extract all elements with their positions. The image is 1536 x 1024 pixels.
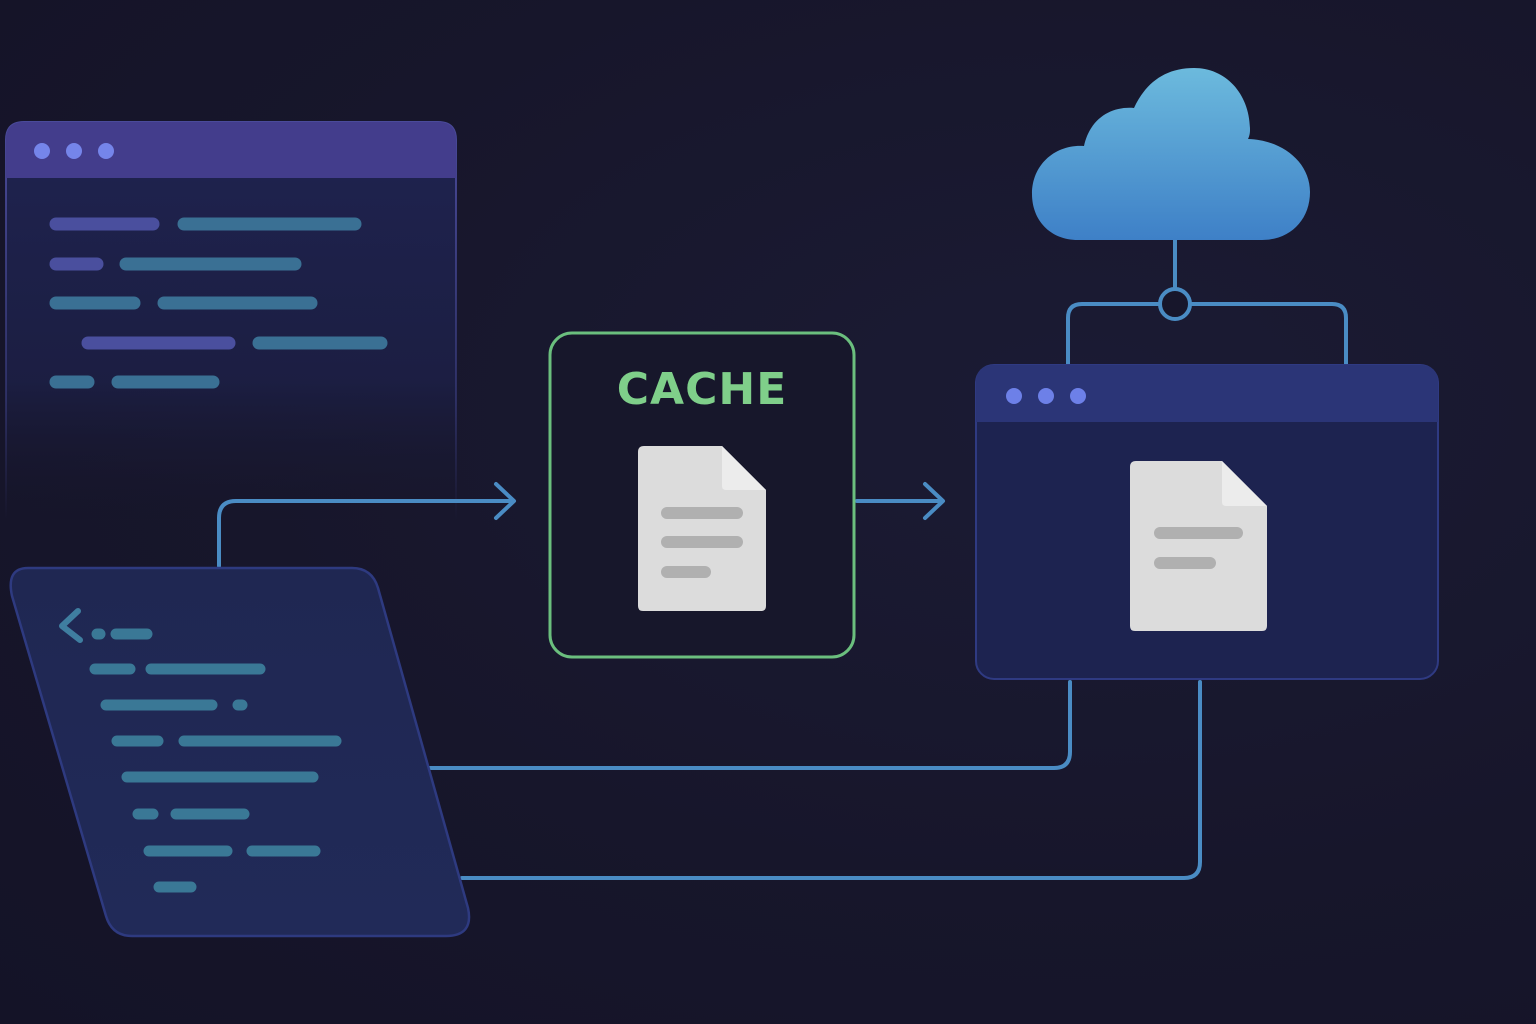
browser-titlebar — [976, 365, 1438, 422]
editor-dot-3 — [98, 143, 114, 159]
browser-dot-2 — [1038, 388, 1054, 404]
arrow-right-icon — [494, 482, 516, 520]
document-fold — [722, 446, 766, 490]
document-icon — [1130, 461, 1267, 631]
connector-cloud-bracket — [1066, 302, 1348, 366]
panel-code-lines — [89, 628, 342, 893]
connector-browser-return-1 — [428, 680, 1072, 770]
browser-dot-1 — [1006, 388, 1022, 404]
slanted-code-panel — [9, 566, 471, 938]
cache-label: CACHE — [617, 364, 788, 415]
slanted-panel-body — [9, 566, 471, 938]
editor-dot-1 — [34, 143, 50, 159]
browser-dot-3 — [1070, 388, 1086, 404]
connector-to-cache — [217, 499, 514, 568]
connector-browser-return-2 — [460, 680, 1202, 880]
document-fold — [1222, 461, 1267, 506]
editor-code-lines — [49, 217, 388, 389]
chevron-left-icon — [59, 608, 83, 643]
document-icon — [638, 446, 766, 611]
editor-titlebar — [6, 122, 456, 178]
code-editor-window — [5, 121, 457, 521]
browser-window — [975, 364, 1439, 680]
cloud-icon — [1032, 68, 1310, 240]
editor-dot-2 — [66, 143, 82, 159]
arrow-right-icon — [923, 482, 945, 520]
connector-node — [1158, 287, 1192, 321]
cache-box: CACHE — [548, 331, 856, 659]
editor-window-body — [5, 121, 457, 521]
connectors — [217, 238, 1348, 880]
